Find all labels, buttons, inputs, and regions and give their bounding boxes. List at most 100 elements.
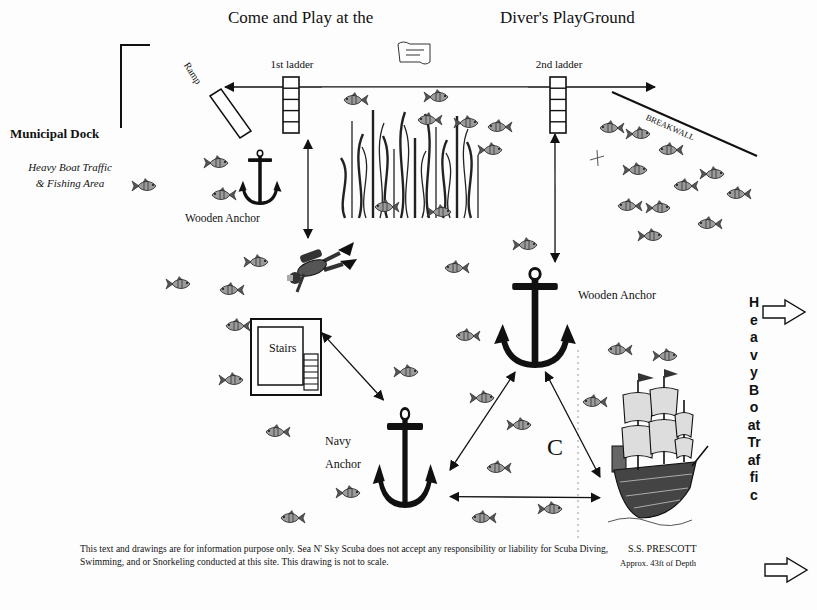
ship-sail — [623, 393, 653, 424]
fish-stripes — [591, 398, 595, 406]
fish — [244, 254, 268, 267]
fish-stripes — [383, 203, 387, 211]
fish-stripes — [464, 332, 468, 340]
fish-body — [220, 286, 238, 295]
fish-body — [342, 489, 360, 498]
fish-eye — [700, 222, 702, 224]
fish-stripes — [525, 241, 529, 249]
shipwreck-node: S.S. PRESCOTTApprox. 43ft of Depth — [600, 372, 712, 578]
fish-stripes — [706, 220, 710, 228]
fish-eye — [489, 466, 491, 468]
fish-eye — [676, 184, 678, 186]
ladder-rung — [283, 110, 299, 111]
fish-eye — [224, 161, 226, 163]
navy-anchor-symbol — [373, 409, 438, 506]
fish-eye — [585, 400, 587, 402]
node-text: Wooden Anchor — [185, 212, 260, 225]
anchor-shank — [532, 279, 539, 363]
fish — [623, 162, 647, 175]
fish-stripes — [519, 421, 523, 429]
traffic-label: Heavy Boat Traffic — [747, 294, 761, 504]
fish — [445, 260, 469, 273]
fish — [336, 485, 360, 498]
fish-body — [674, 182, 692, 191]
fish-stripes — [216, 159, 220, 167]
anchor-fluke — [239, 181, 247, 192]
ship-sand — [608, 518, 692, 526]
fish-body — [600, 124, 618, 133]
seaweed — [341, 110, 478, 218]
fish-stripes — [496, 123, 500, 131]
fish-body — [172, 280, 190, 289]
fish-stripes — [667, 146, 671, 154]
fish-body — [513, 421, 531, 430]
fish-body — [266, 428, 284, 437]
ladder-node: 2nd ladder — [528, 58, 590, 134]
fish-stripes — [490, 146, 494, 154]
fish-eye — [222, 288, 224, 290]
fish-body — [445, 264, 463, 273]
fish-stripes — [453, 264, 457, 272]
seaweed-blade — [351, 121, 352, 218]
anchor-arms — [380, 474, 431, 505]
fish-body — [281, 514, 299, 523]
fish-body — [212, 191, 230, 200]
fish-eye — [214, 193, 216, 195]
ramp-outline — [210, 89, 251, 138]
fish-eye — [490, 396, 492, 398]
fish-eye — [673, 354, 675, 356]
fish — [219, 372, 243, 385]
fish-stripes — [550, 505, 554, 513]
fish — [608, 342, 632, 355]
seaweed-blade — [467, 142, 472, 218]
fish-eye — [661, 148, 663, 150]
fish-eye — [444, 95, 446, 97]
fish-body — [400, 368, 418, 377]
fish-eye — [646, 132, 648, 134]
anchor-ring — [530, 269, 540, 280]
scroll-sketch — [398, 42, 430, 64]
fish-eye — [264, 260, 266, 262]
fish-body — [618, 202, 636, 211]
route-arrow — [450, 497, 600, 498]
ladder-rails — [283, 77, 299, 133]
fish-stripes — [665, 352, 669, 360]
fish-eye — [152, 184, 154, 186]
fish — [424, 89, 448, 102]
fish-body — [652, 204, 670, 213]
fish — [427, 204, 451, 217]
fish-body — [138, 182, 156, 191]
stairs-symbol — [258, 327, 318, 390]
fish-body — [250, 258, 268, 267]
fish-eye — [527, 423, 529, 425]
stair-step — [304, 372, 318, 373]
seaweed-blade — [404, 125, 409, 218]
fish-eye — [720, 172, 722, 174]
fish-body — [698, 220, 716, 229]
fish-eye — [268, 430, 270, 432]
fish — [394, 364, 418, 377]
fish-eye — [666, 206, 668, 208]
fish-body — [430, 93, 448, 102]
fish-body — [344, 96, 362, 105]
fish-eye — [186, 282, 188, 284]
seaweed-blade — [341, 158, 346, 218]
fish — [375, 199, 399, 212]
seaweed-blade — [414, 138, 416, 218]
diver-mask — [287, 275, 293, 281]
anchor-shank — [258, 156, 262, 202]
fish-stripes — [466, 119, 470, 127]
fish-stripes — [228, 286, 232, 294]
ladder-rails — [550, 77, 566, 133]
fish-eye — [474, 121, 476, 123]
ship-hull — [614, 462, 696, 518]
fish-stripes — [178, 280, 182, 288]
fish-stripes — [348, 489, 352, 497]
fish-stripes — [482, 394, 486, 402]
fish-eye — [658, 234, 660, 236]
fish-stripes — [626, 202, 630, 210]
route-arrow — [554, 134, 555, 262]
seaweed-blade — [421, 151, 426, 218]
